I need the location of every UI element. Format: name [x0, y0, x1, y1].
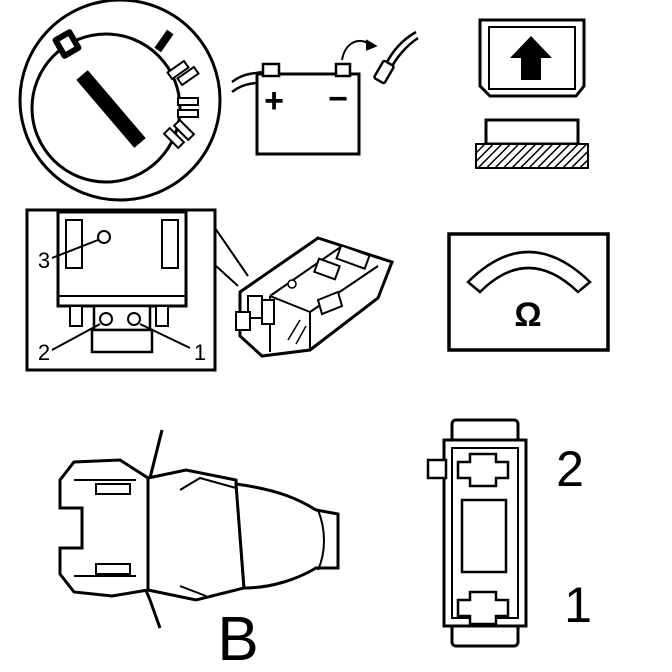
terminal-1-label: 1 — [564, 577, 592, 633]
battery-plus-sign: + — [264, 82, 284, 120]
press-arrow-icon — [475, 18, 589, 169]
switch-module-3d — [235, 236, 394, 358]
pin-3-label: 3 — [38, 248, 50, 273]
switch-side-view: 2 1 — [426, 418, 592, 648]
pin-2-label: 2 — [38, 340, 50, 365]
battery-minus-sign: − — [328, 80, 348, 118]
battery-icon: + − — [231, 30, 419, 156]
connector-letter-b: B — [217, 605, 258, 672]
ignition-switch-icon — [18, 0, 222, 202]
terminal-2-label: 2 — [556, 441, 584, 497]
connector-detail-panel: 3 2 1 — [25, 208, 249, 372]
harness-connector-b: B — [58, 429, 340, 672]
pin-1-label: 1 — [194, 340, 206, 365]
ohm-symbol: Ω — [514, 296, 541, 334]
ohmmeter-icon: Ω — [447, 232, 610, 352]
